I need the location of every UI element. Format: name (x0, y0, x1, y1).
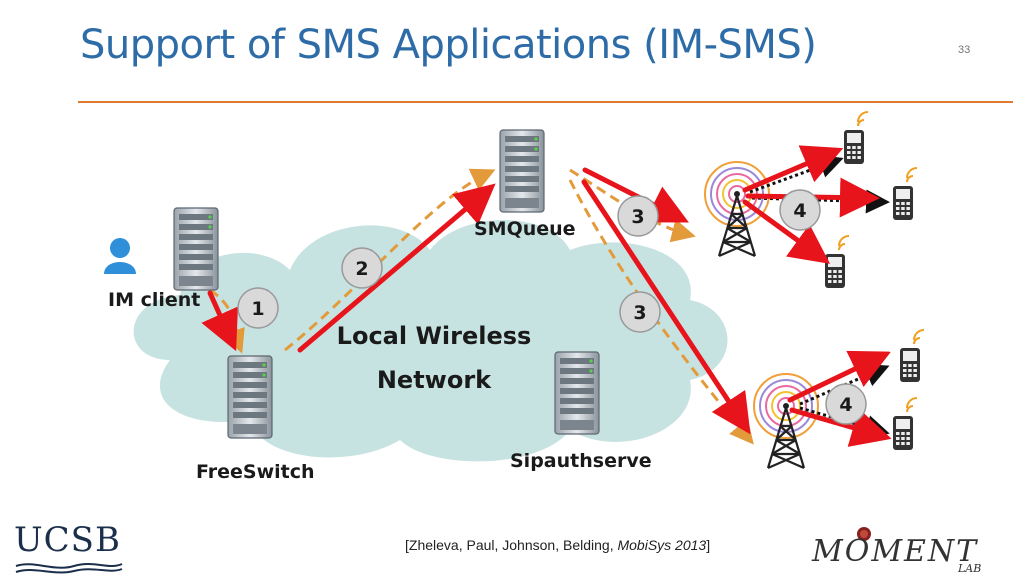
cell-tower-icon-upper (703, 160, 771, 258)
step-badge-1: 1 (237, 287, 279, 329)
svg-text:3: 3 (633, 302, 646, 324)
sipauthserve-label: Sipauthserve (510, 450, 652, 472)
phone-icon (899, 329, 925, 383)
step-badge-2: 2 (341, 247, 383, 289)
network-diagram: 1 2 3 3 4 4 IM client FreeSwitch SMQueue… (104, 111, 925, 483)
slide-title: Support of SMS Applications (IM-SMS) (80, 22, 817, 68)
citation: [Zheleva, Paul, Johnson, Belding, MobiSy… (405, 537, 711, 553)
user-icon (104, 238, 136, 274)
step-badge-4a: 4 (779, 189, 821, 231)
svg-text:4: 4 (839, 394, 852, 416)
freeswitch-label: FreeSwitch (196, 461, 315, 483)
moment-lab-logo: MOMENT LAB (800, 522, 1020, 576)
phone-icon (843, 111, 869, 165)
step-badge-3b: 3 (619, 291, 661, 333)
ucsb-logo: UCSB (14, 520, 124, 576)
phone-icon (892, 167, 918, 221)
im-client-server-icon (173, 207, 219, 291)
smqueue-server-icon (499, 129, 545, 213)
phone-icon (824, 235, 850, 289)
svg-text:4: 4 (793, 200, 806, 222)
phone-icon (892, 397, 918, 451)
title-divider (78, 101, 1013, 103)
svg-text:2: 2 (355, 258, 368, 280)
freeswitch-server-icon (227, 355, 273, 439)
step-badge-3a: 3 (617, 195, 659, 237)
cloud-label-line1: Local Wireless (337, 322, 532, 350)
smqueue-label: SMQueue (474, 218, 576, 240)
im-client-label: IM client (108, 289, 200, 311)
svg-text:3: 3 (631, 206, 644, 228)
sipauthserve-server-icon (554, 351, 600, 435)
cloud-label-line2: Network (377, 366, 492, 394)
cell-tower-icon-lower (752, 372, 820, 470)
svg-text:1: 1 (251, 298, 264, 320)
step-badge-4b: 4 (825, 383, 867, 425)
slide-number: 33 (958, 44, 971, 56)
